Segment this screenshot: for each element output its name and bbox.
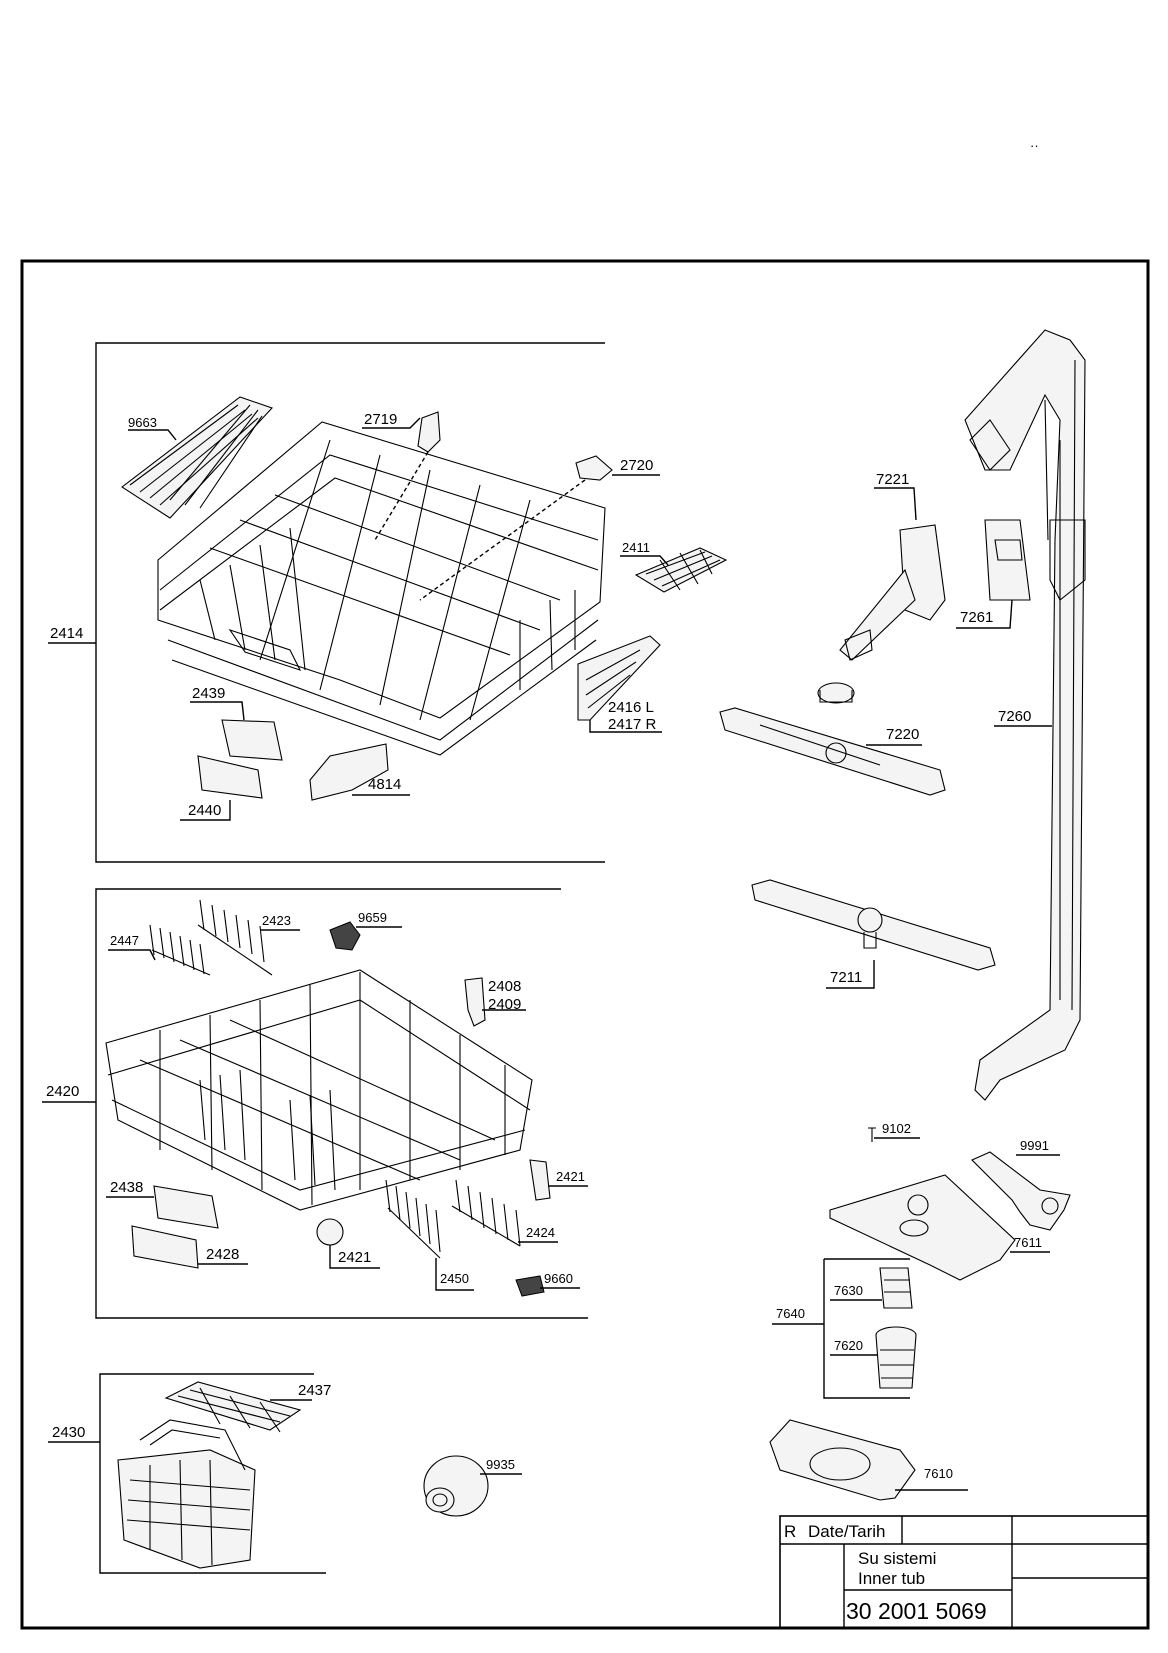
part-4814-illustration: [309, 743, 389, 801]
part-2416-2417-illustration: [577, 635, 661, 721]
part-7610-illustration: [769, 1419, 916, 1501]
label-2408: 2408: [488, 978, 521, 995]
cutlery-basket-group: 2437 2430 9935: [48, 1373, 522, 1574]
label-2428: 2428: [206, 1246, 239, 1263]
part-9991-illustration: [971, 1151, 1071, 1231]
water-system-group: 7221 7261 7260 7220 7211: [719, 329, 1086, 1101]
part-7220-illustration: [719, 707, 946, 796]
label-2414: 2414: [50, 625, 83, 642]
label-4814: 4814: [368, 776, 401, 793]
part-2447-illustration: [149, 924, 211, 976]
part-2439-illustration: [221, 719, 283, 761]
label-2438: 2438: [110, 1179, 143, 1196]
part-9659-illustration: [329, 921, 361, 951]
label-7261: 7261: [960, 609, 993, 626]
label-2430: 2430: [52, 1424, 85, 1441]
part-2437-illustration: [164, 1381, 302, 1433]
title-block: R Date/Tarih Su sistemi Inner tub 30 200…: [779, 1515, 1149, 1629]
label-9660: 9660: [544, 1271, 573, 1286]
label-7620: 7620: [834, 1338, 863, 1353]
part-7221-illustration: [817, 524, 946, 704]
label-7260: 7260: [998, 708, 1031, 725]
label-7220: 7220: [886, 726, 919, 743]
label-9991: 9991: [1020, 1138, 1049, 1153]
label-2719: 2719: [364, 411, 397, 428]
part-7620-illustration: [875, 1326, 917, 1389]
title-block-rev: R: [784, 1522, 796, 1541]
label-9659: 9659: [358, 910, 387, 925]
part-2428-illustration: [131, 1225, 199, 1269]
part-2423-illustration: [197, 899, 273, 976]
label-7611: 7611: [1014, 1235, 1042, 1250]
label-2420: 2420: [46, 1083, 79, 1100]
label-9102: 9102: [882, 1121, 911, 1136]
title-block-date: Date/Tarih: [808, 1522, 885, 1541]
part-2438-illustration: [153, 1185, 219, 1229]
part-2424-illustration: [451, 1179, 521, 1247]
label-2437: 2437: [298, 1382, 331, 1399]
part-2430-illustration: [117, 1419, 256, 1569]
label-2417: 2417 R: [608, 716, 657, 733]
label-7211: 7211: [830, 969, 862, 986]
label-7221: 7221: [876, 471, 909, 488]
label-7640: 7640: [776, 1306, 805, 1321]
lower-basket-illustration: [105, 969, 533, 1211]
upper-basket-illustration: [157, 421, 606, 756]
label-7610: 7610: [924, 1466, 953, 1481]
drawing-frame: [20, 259, 1150, 1630]
label-2450: 2450: [440, 1271, 469, 1286]
part-7260-illustration: [964, 329, 1086, 1101]
label-9935: 9935: [486, 1457, 515, 1472]
label-2416: 2416 L: [608, 699, 654, 716]
label-2423: 2423: [262, 913, 291, 928]
part-9935-illustration: [423, 1455, 489, 1517]
title-block-name-tr: Su sistemi: [858, 1549, 936, 1568]
title-block-name-en: Inner tub: [858, 1569, 925, 1588]
lower-basket-group: 2447 2423 9659 2408 2409 2420 2421 2438 …: [42, 888, 588, 1319]
label-2447: 2447: [110, 933, 139, 948]
part-2450-illustration: [385, 1179, 441, 1259]
part-7211-illustration: [751, 879, 996, 971]
part-9660-illustration: [515, 1275, 545, 1297]
label-2720: 2720: [620, 457, 653, 474]
label-7630: 7630: [834, 1283, 863, 1298]
part-2411-illustration: [634, 547, 728, 593]
part-7611-illustration: [829, 1174, 1016, 1281]
part-9663-illustration: [121, 396, 273, 519]
part-2408-2409-illustration: [464, 977, 486, 1027]
label-2409: 2409: [488, 996, 521, 1013]
label-2424: 2424: [526, 1225, 555, 1240]
part-2719-illustration: [417, 411, 441, 453]
label-2411: 2411: [622, 540, 650, 555]
title-block-number: 30 2001 5069: [846, 1598, 987, 1624]
part-2421-right-illustration: [529, 1159, 551, 1201]
label-2439: 2439: [192, 685, 225, 702]
part-2421-left-illustration: [316, 1218, 344, 1246]
label-2421-right: 2421: [556, 1169, 585, 1184]
filter-group: 9102 9991 7611 7640 7630 7620 7610: [769, 1121, 1071, 1501]
corner-mark: ··: [1030, 138, 1039, 153]
part-9102-illustration: [868, 1127, 876, 1142]
label-2421-left: 2421: [338, 1249, 371, 1266]
label-2440: 2440: [188, 802, 221, 819]
label-9663: 9663: [128, 415, 157, 430]
part-2720-illustration: [575, 455, 613, 481]
part-2440-illustration: [197, 755, 263, 799]
upper-basket-group: 9663 2719 2720 2411 2414 2439 2416 L 241…: [48, 342, 728, 863]
part-7630-illustration: [879, 1267, 913, 1309]
